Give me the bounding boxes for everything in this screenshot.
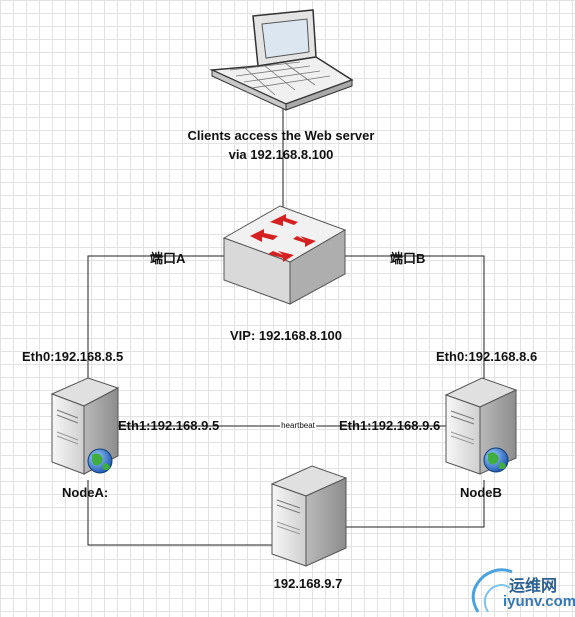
port-b-link xyxy=(345,255,485,380)
nodeb-eth1-label: Eth1:192.168.9.6 xyxy=(339,418,441,433)
nodea-storage-link xyxy=(87,480,272,546)
watermark-en: iyunv.com xyxy=(503,593,575,610)
connection-lines xyxy=(87,108,485,546)
nodeb-storage-link xyxy=(344,480,485,528)
laptop-icon xyxy=(209,9,354,111)
watermark-cn: 运维网 xyxy=(509,576,558,595)
nodea-eth1-label: Eth1:192.168.9.5 xyxy=(118,418,220,433)
nodea-name-label: NodeA: xyxy=(62,485,109,500)
globe-icon xyxy=(483,447,509,473)
globe-icon xyxy=(87,448,113,474)
watermark-logo-icon xyxy=(471,568,513,613)
nodeb-eth0-label: Eth0:192.168.8.6 xyxy=(436,349,538,364)
port-b-label: 端口B xyxy=(390,251,426,266)
storage-server-icon xyxy=(270,465,348,567)
watermark: 运维网 iyunv.com xyxy=(465,568,575,617)
clients-label-line1: Clients access the Web server xyxy=(187,128,375,143)
nodeb-name-label: NodeB xyxy=(460,485,502,500)
port-a-link xyxy=(87,255,228,382)
port-a-label: 端口A xyxy=(150,251,186,266)
switch-icon xyxy=(222,205,347,305)
storage-ip-label: 192.168.9.7 xyxy=(273,576,343,591)
clients-label-line2: via 192.168.8.100 xyxy=(228,147,334,162)
vip-label: VIP: 192.168.8.100 xyxy=(229,328,343,343)
heartbeat-label: heartbeat xyxy=(280,421,316,430)
nodea-eth0-label: Eth0:192.168.8.5 xyxy=(22,349,124,364)
